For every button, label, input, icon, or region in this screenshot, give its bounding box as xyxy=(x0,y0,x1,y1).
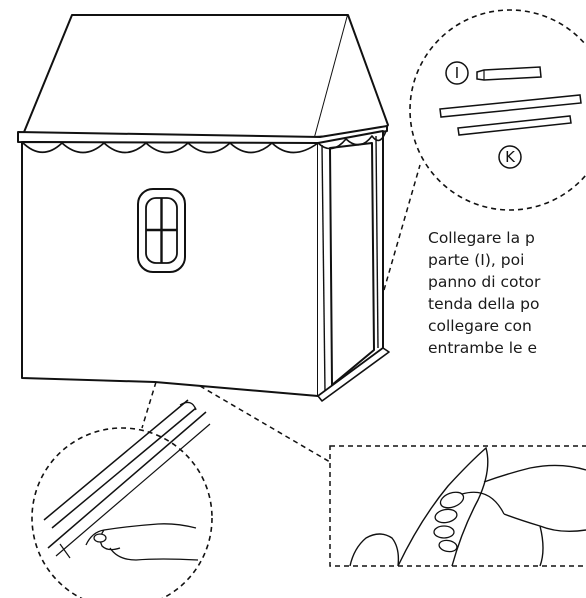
tent-front-wall xyxy=(21,141,319,397)
part-K-short-bar xyxy=(457,115,572,136)
tent-roof-front xyxy=(21,14,349,138)
detail-callout-circle xyxy=(31,427,213,598)
instruction-line-4: tenda della po xyxy=(428,295,540,313)
tent-scalloped-valance xyxy=(21,130,387,154)
instruction-line-2: parte (I), poi xyxy=(428,251,525,269)
instruction-line-5: collegare con xyxy=(428,317,532,335)
parts-callout: I K xyxy=(409,9,586,211)
detail-callout-fabric xyxy=(329,445,586,567)
fabric-sheet xyxy=(397,446,489,567)
tent-window xyxy=(137,188,186,273)
leader-base-right xyxy=(199,385,331,463)
playhouse-tent xyxy=(17,14,390,402)
label-K-badge xyxy=(498,145,522,169)
callout-leaders xyxy=(141,164,421,463)
assembly-instructions: Collegare la p parte (I), poi panno di c… xyxy=(428,227,586,359)
label-K-text: K xyxy=(505,148,516,166)
right-hand-sketch xyxy=(483,464,586,567)
leader-parts xyxy=(383,164,421,291)
label-I-badge xyxy=(445,61,469,85)
instruction-line-1: Collegare la p xyxy=(428,229,535,247)
part-K-long-bar xyxy=(439,94,582,118)
label-I-text: I xyxy=(455,64,459,82)
instruction-line-3: panno di cotor xyxy=(428,273,541,291)
detail-callout-rod-insert xyxy=(31,399,213,598)
tent-roof-trim xyxy=(17,125,388,145)
instruction-line-6: entrambe le e xyxy=(428,339,538,357)
left-hand-sketch xyxy=(349,533,400,567)
leader-base-left xyxy=(141,381,157,429)
